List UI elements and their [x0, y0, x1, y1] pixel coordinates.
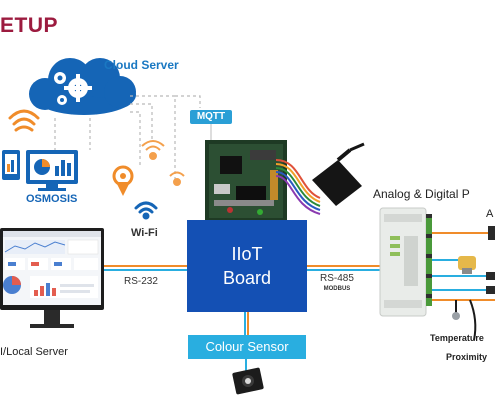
temperature-label: Temperature — [430, 333, 484, 343]
location-pin-icon — [112, 165, 134, 196]
wifi-label: Wi-Fi — [131, 227, 158, 239]
wifi-icon — [134, 201, 158, 220]
beacon-sensor-image — [458, 256, 476, 274]
page-title: ETUP — [0, 14, 59, 37]
rs485-label: RS-485 — [320, 273, 354, 284]
right-edge-connectors — [486, 226, 495, 294]
rs485-connection — [307, 265, 380, 271]
signal-tower-icon — [141, 140, 165, 160]
antenna-icon — [169, 171, 185, 186]
iiot-board-line2: Board — [222, 268, 272, 288]
monitor-chart-icon — [26, 150, 78, 191]
colour-sensor-box: Colour Sensor — [188, 335, 306, 359]
osmosis-label: OSMOSIS — [26, 193, 78, 205]
temperature-probe-image — [452, 312, 460, 320]
tablet-icon — [2, 150, 20, 180]
dashboard-monitor — [0, 228, 104, 328]
colour-sensor-connection — [244, 312, 249, 372]
cloud-server-label: Cloud Server — [104, 58, 179, 72]
rs485-label-group: RS-485 MODBUS — [320, 273, 354, 295]
iiot-board-line1: IIoT — [231, 244, 263, 264]
iiot-board-box: IIoT Board — [187, 220, 307, 312]
gateway-module-image — [312, 142, 365, 206]
plc-title-label: Analog & Digital P — [373, 187, 470, 201]
mqtt-badge: MQTT — [190, 110, 232, 124]
rs232-label: RS-232 — [124, 276, 158, 287]
cloud-connectors — [54, 95, 201, 180]
modbus-label: MODBUS — [323, 286, 351, 292]
rs232-connection — [104, 265, 187, 271]
plc-sub-label: A — [486, 208, 494, 220]
signal-waves-icon — [8, 109, 40, 132]
proximity-label: Proximity — [446, 352, 488, 362]
sensor-wires — [432, 232, 495, 341]
local-server-label: I/Local Server — [0, 346, 68, 358]
colour-sensor-image — [232, 367, 264, 395]
circuit-board-image — [205, 140, 287, 222]
gear-icon — [54, 72, 92, 105]
plc-unit-image — [379, 207, 432, 317]
ribbon-cable — [275, 159, 321, 215]
